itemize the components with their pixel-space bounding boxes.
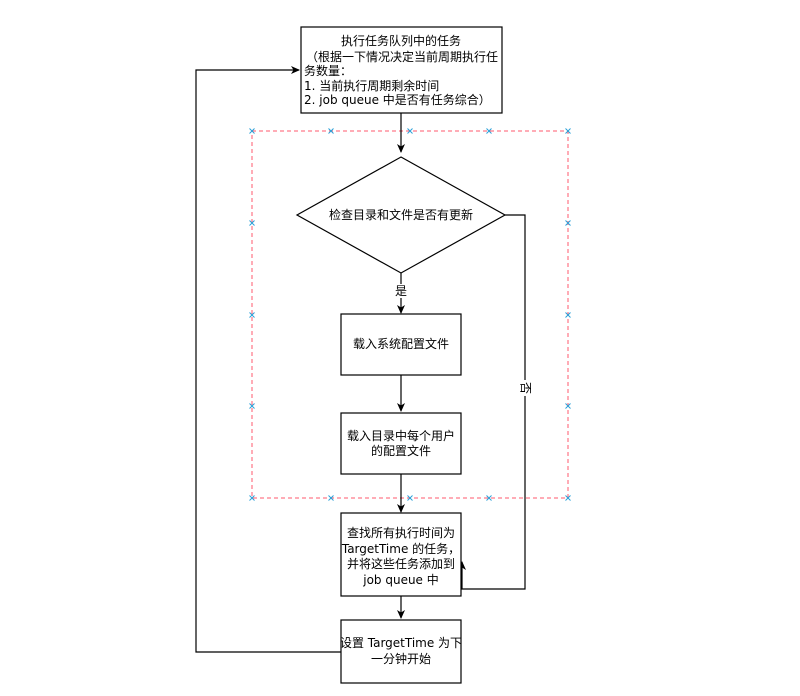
node-execute-tasks-line-2: 务数量： (304, 63, 352, 78)
node-find-tasks-line-3: job queue 中 (362, 572, 439, 587)
node-execute-tasks-line-3: 1. 当前执行周期剩余时间 (304, 78, 439, 93)
node-find-tasks-line-0: 查找所有执行时间为 (347, 526, 455, 540)
node-find-tasks[interactable]: 查找所有执行时间为 TargetTime 的任务， 并将这些任务添加到 job … (340, 512, 462, 597)
node-load-system-config[interactable]: 载入系统配置文件 (340, 313, 462, 376)
selection-handle-icon[interactable] (486, 128, 492, 134)
node-load-user-configs-line-0: 载入目录中每个用户 (347, 428, 455, 443)
edge-label-no: 否 (519, 382, 533, 394)
selection-handle-icon[interactable] (249, 312, 255, 318)
node-check-update[interactable]: 检查目录和文件是否有更新 (295, 156, 507, 274)
selection-handle-icon[interactable] (565, 220, 571, 226)
selection-handles (249, 128, 571, 501)
node-set-target-time[interactable]: 设置 TargetTime 为下 一分钟开始 (340, 619, 462, 684)
selection-group[interactable] (249, 128, 571, 501)
node-execute-tasks-line-4: 2. job queue 中是否有任务综合） (304, 92, 491, 107)
selection-handle-icon[interactable] (249, 403, 255, 409)
node-execute-tasks-line-1: （根据一下情况决定当前周期执行任 (306, 49, 498, 64)
edges (195, 66, 526, 653)
selection-handle-icon[interactable] (328, 128, 334, 134)
edge-set-target-loop-back (195, 66, 341, 653)
node-find-tasks-line-1: TargetTime 的任务， (341, 541, 460, 556)
selection-handle-icon[interactable] (407, 495, 413, 501)
no-label-bg (517, 380, 533, 396)
node-execute-tasks-line-0: 执行任务队列中的任务 (341, 33, 461, 48)
selection-handle-icon[interactable] (249, 220, 255, 226)
selection-handle-icon[interactable] (328, 495, 334, 501)
node-load-user-configs-line-1: 的配置文件 (371, 443, 431, 458)
selection-handle-icon[interactable] (486, 495, 492, 501)
yes-label-bg (393, 284, 409, 298)
node-execute-tasks[interactable]: 执行任务队列中的任务 （根据一下情况决定当前周期执行任 务数量： 1. 当前执行… (300, 26, 503, 114)
node-set-target-time-line-1: 一分钟开始 (371, 651, 431, 666)
selection-handle-icon[interactable] (565, 312, 571, 318)
node-check-update-line-0: 检查目录和文件是否有更新 (329, 207, 473, 222)
selection-handle-icon[interactable] (407, 128, 413, 134)
node-set-target-time-line-0: 设置 TargetTime 为下 (340, 636, 462, 650)
selection-handle-icon[interactable] (249, 495, 255, 501)
selection-handle-icon[interactable] (565, 403, 571, 409)
node-load-system-config-line-0: 载入系统配置文件 (353, 336, 449, 351)
selection-handle-icon[interactable] (565, 495, 571, 501)
edge-check-to-find-no (458, 214, 526, 590)
node-load-user-configs[interactable]: 载入目录中每个用户 的配置文件 (340, 412, 462, 475)
edge-label-yes: 是 (395, 284, 407, 298)
selection-handle-icon[interactable] (565, 128, 571, 134)
selection-handle-icon[interactable] (249, 128, 255, 134)
node-find-tasks-line-2: 并将这些任务添加到 (347, 556, 455, 571)
